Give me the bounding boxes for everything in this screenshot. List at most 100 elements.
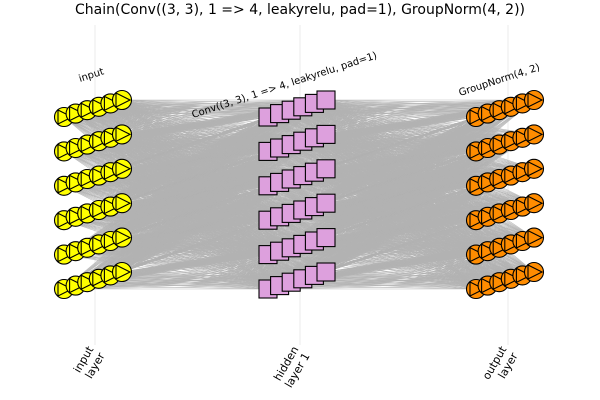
- edge-line: [63, 116, 269, 290]
- edge-line: [121, 254, 269, 273]
- edge-line: [325, 116, 477, 204]
- input-node-11: [111, 124, 133, 145]
- edge-line: [75, 285, 269, 290]
- edge-line: [325, 113, 488, 273]
- edge-line: [87, 116, 269, 249]
- edge-line: [121, 103, 315, 273]
- edge-line: [325, 178, 500, 273]
- edge-line: [110, 116, 269, 242]
- input-layer-nodes: [53, 89, 133, 300]
- edge-line: [325, 271, 523, 276]
- hidden-node-29: [316, 228, 336, 248]
- edge-line: [325, 144, 500, 273]
- edge-line: [325, 271, 511, 280]
- edge-line: [325, 271, 488, 286]
- edge-line: [325, 254, 477, 273]
- edge-line: [121, 147, 280, 273]
- hidden-node-11: [316, 124, 336, 144]
- edge-line: [121, 113, 280, 273]
- hidden-layer-nodes: [258, 90, 336, 299]
- edge-line: [267, 116, 477, 290]
- edge-line: [121, 144, 292, 273]
- edge-line: [314, 116, 477, 242]
- edge-line: [121, 106, 304, 273]
- input-node-5: [111, 89, 133, 111]
- edge-line: [325, 103, 523, 273]
- axis-label-output-layer: output layer: [480, 343, 521, 382]
- edge-line: [75, 116, 269, 252]
- edge-line: [325, 185, 477, 273]
- edge-line: [325, 140, 511, 273]
- edge-line: [325, 182, 488, 273]
- input-node-23: [111, 193, 133, 214]
- edge-line: [325, 116, 477, 238]
- edge-line: [325, 99, 511, 108]
- hidden-node-23: [316, 193, 336, 213]
- axis-label-input-layer: input layer: [71, 343, 108, 381]
- edge-line: [121, 116, 269, 238]
- hidden-node-17: [316, 159, 336, 179]
- edge-line: [325, 147, 488, 273]
- edge-line: [121, 185, 269, 273]
- edge-line: [291, 116, 477, 283]
- edge-line: [98, 116, 269, 280]
- edge-line: [75, 116, 269, 286]
- edge-line: [98, 116, 269, 245]
- edge-line: [325, 116, 477, 135]
- edge-line: [325, 271, 477, 290]
- diagram-title: Chain(Conv((3, 3), 1 => 4, leakyrelu, pa…: [75, 2, 525, 18]
- edge-line: [279, 116, 477, 252]
- edge-line: [279, 116, 477, 286]
- output-node-17: [523, 158, 545, 179]
- edge-line: [121, 109, 292, 273]
- edge-line: [325, 137, 523, 273]
- output-node-35: [523, 261, 545, 283]
- edge-line: [121, 116, 269, 204]
- stage-label-input: input: [78, 66, 106, 84]
- edge-line: [314, 116, 477, 276]
- output-node-5: [523, 89, 545, 111]
- output-node-10: [512, 127, 533, 148]
- output-node-21: [500, 199, 521, 221]
- edge-line: [121, 140, 303, 273]
- edge-line: [121, 116, 269, 273]
- edge-line: [291, 116, 477, 249]
- edge-line: [325, 106, 511, 273]
- input-node-17: [111, 158, 133, 179]
- output-node-20: [489, 203, 510, 224]
- edge-line: [325, 99, 488, 114]
- edge-line: [325, 99, 500, 111]
- edge-line: [325, 113, 488, 238]
- edge-line: [325, 109, 500, 273]
- edge-line: [86, 116, 269, 283]
- input-node-16: [100, 162, 121, 183]
- edge-line: [110, 275, 269, 290]
- edge-line: [63, 116, 269, 255]
- edge-line: [110, 116, 269, 276]
- edge-line: [302, 116, 477, 245]
- edge-line: [121, 99, 280, 114]
- output-node-28: [512, 230, 533, 252]
- edge-line: [325, 151, 477, 273]
- connection-edges: [63, 99, 535, 290]
- edge-line: [314, 116, 477, 207]
- edge-line: [121, 116, 269, 135]
- edge-line: [110, 116, 269, 207]
- edge-line: [302, 116, 477, 280]
- edge-line: [314, 275, 477, 290]
- output-node-23: [523, 193, 545, 214]
- edge-line: [325, 99, 535, 273]
- edge-line: [87, 281, 269, 290]
- edge-line: [121, 182, 280, 273]
- edge-line: [325, 99, 523, 104]
- edge-line: [121, 271, 269, 290]
- hidden-node-35: [316, 262, 336, 282]
- hidden-node-5: [316, 90, 336, 110]
- edge-line: [267, 116, 477, 255]
- edge-line: [325, 134, 535, 273]
- output-node-11: [523, 124, 545, 145]
- axis-label-hidden-layer: hidden layer 1: [271, 344, 312, 390]
- edge-line: [121, 151, 269, 273]
- input-node-35: [111, 261, 133, 283]
